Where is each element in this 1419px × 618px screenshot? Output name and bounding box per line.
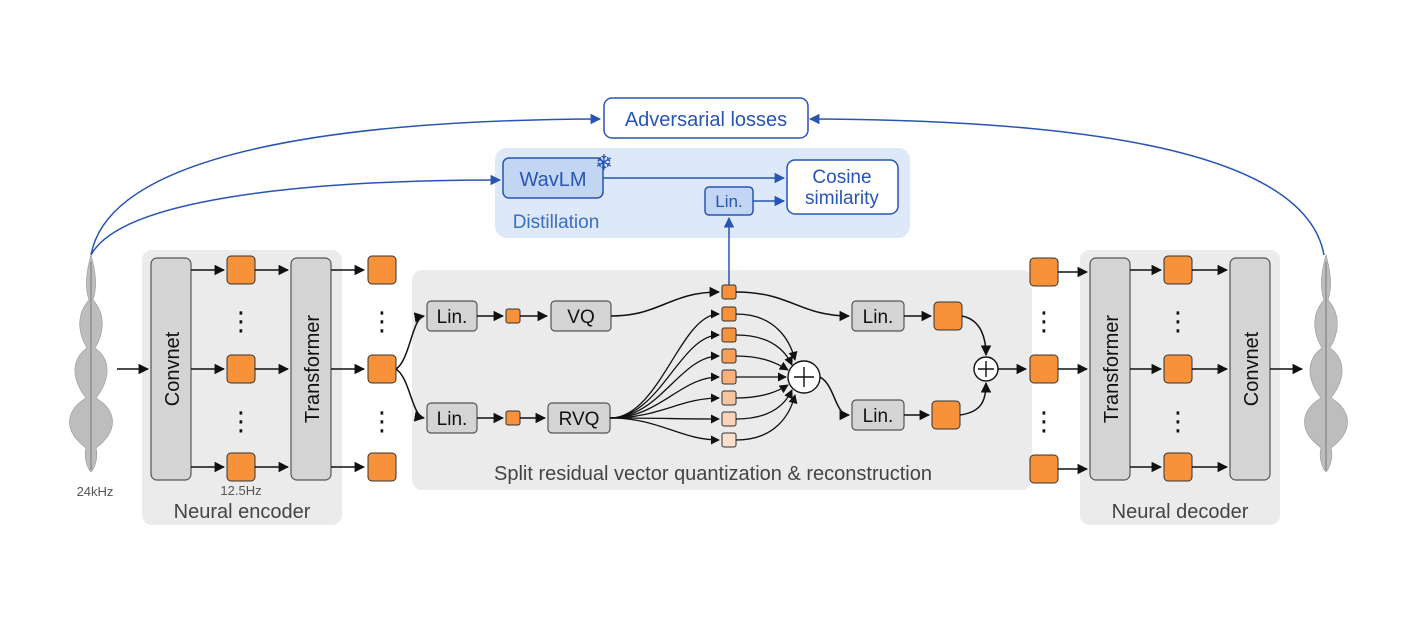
- token: [1163, 452, 1193, 482]
- code-token: [721, 369, 737, 385]
- code-token: [721, 390, 737, 406]
- top-to-add-arrow: [961, 315, 992, 357]
- lin-out-top-label: Lin.: [863, 307, 894, 328]
- output-waveform-icon: [1304, 253, 1348, 473]
- ellipsis: ⋮: [1031, 307, 1057, 337]
- ellipsis: ⋮: [1165, 407, 1191, 437]
- code-token: [721, 306, 737, 322]
- code-to-lin-top-arrow: [735, 291, 851, 322]
- decoder-convnet-label: Convnet: [1241, 331, 1263, 406]
- lin-top-label: Lin.: [437, 307, 468, 328]
- token: [1029, 354, 1059, 384]
- wavlm-input-arrow: [90, 174, 502, 256]
- rvq-fanout-arrows: [609, 309, 720, 445]
- token: [1029, 257, 1059, 287]
- encoder-mid-tokens: [191, 255, 290, 482]
- encoder-output-tokens: [331, 255, 397, 482]
- code-token: [721, 432, 737, 448]
- ellipsis: ⋮: [1031, 407, 1057, 437]
- sample-rate-label: 24kHz: [77, 484, 114, 499]
- sum-plus-icon: [794, 367, 814, 387]
- input-waveform-icon: [69, 253, 113, 473]
- adversarial-losses-label: Adversarial losses: [625, 109, 787, 131]
- rvq-label: RVQ: [559, 409, 600, 430]
- token: [933, 301, 963, 331]
- ellipsis: ⋮: [228, 307, 254, 337]
- token: [226, 255, 256, 285]
- distillation-title: Distillation: [513, 212, 600, 233]
- token: [226, 354, 256, 384]
- adversarial-losses-box: [603, 97, 809, 139]
- token: [931, 400, 961, 430]
- vq-label: VQ: [567, 307, 594, 328]
- ellipsis: ⋮: [228, 407, 254, 437]
- distill-lin-label: Lin.: [715, 192, 742, 211]
- snowflake-icon: ❄: [595, 151, 613, 176]
- code-token: [721, 411, 737, 427]
- split-arrow-top: [395, 312, 426, 370]
- split-arrow-bottom: [395, 368, 426, 422]
- sum-converge-arrows: [735, 313, 798, 441]
- vq-to-code-arrow: [610, 286, 721, 317]
- ellipsis: ⋮: [369, 307, 395, 337]
- token: [226, 452, 256, 482]
- token: [1029, 454, 1059, 484]
- token: [367, 255, 397, 285]
- quantizer-title: Split residual vector quantization & rec…: [494, 463, 932, 485]
- cosine-similarity-box: [786, 159, 899, 215]
- sum-to-lin-bottom-arrow: [819, 376, 851, 421]
- encoder-transformer-label: Transformer: [302, 315, 324, 424]
- encoder-title: Neural encoder: [174, 501, 311, 523]
- token: [367, 452, 397, 482]
- adversarial-arc-right: [808, 113, 1325, 256]
- token: [1163, 354, 1193, 384]
- small-token: [505, 308, 521, 324]
- add-plus-icon: [978, 361, 994, 377]
- frame-rate-label: 12.5Hz: [220, 483, 261, 498]
- token: [1163, 255, 1193, 285]
- code-token: [721, 284, 737, 300]
- code-token: [721, 327, 737, 343]
- code-token: [721, 348, 737, 364]
- decoder-transformer-label: Transformer: [1101, 315, 1123, 424]
- bottom-to-add-arrow: [959, 381, 992, 416]
- decoder-mid-tokens: [1130, 255, 1229, 482]
- token: [367, 354, 397, 384]
- decoder-title: Neural decoder: [1112, 501, 1249, 523]
- cosine-label-line1: Cosine: [812, 167, 871, 188]
- adversarial-arc-left: [90, 113, 602, 256]
- decoder-input-tokens: [1029, 257, 1089, 484]
- small-token: [505, 410, 521, 426]
- ellipsis: ⋮: [1165, 307, 1191, 337]
- cosine-label-line2: similarity: [805, 188, 879, 209]
- ellipsis: ⋮: [369, 407, 395, 437]
- lin-bottom-label: Lin.: [437, 409, 468, 430]
- lin-out-bottom-label: Lin.: [863, 406, 894, 427]
- encoder-convnet-label: Convnet: [162, 331, 184, 406]
- wavlm-label: WavLM: [519, 169, 586, 191]
